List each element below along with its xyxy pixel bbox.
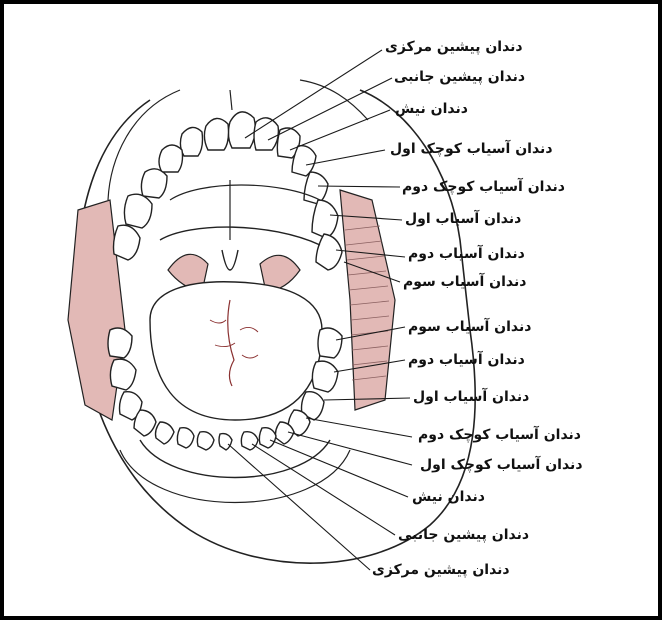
label-lower-third-molar: دندان آسیاب سوم [408,320,531,334]
label-upper-canine: دندان نیش [395,102,468,116]
label-lower-central-incisor: دندان پیشین مرکزی [372,563,510,577]
palate-line [170,185,320,200]
frenulum-top [230,90,232,110]
soft-palate-arch [160,227,320,245]
label-lower-second-premolar: دندان آسیاب کوچک دوم [418,428,581,442]
label-lower-first-molar: دندان آسیاب اول [413,390,529,404]
upper-teeth [114,112,343,270]
right-cheek-band [340,190,395,410]
label-upper-first-molar: دندان آسیاب اول [405,212,521,226]
label-upper-third-molar: دندان آسیاب سوم [403,275,526,289]
label-lower-second-molar: دندان آسیاب دوم [408,353,525,367]
lower-lip-inner [140,440,330,478]
label-lower-lateral-incisor: دندان پیشین جانبی [398,528,529,542]
label-upper-first-premolar: دندان آسیاب کوچک اول [390,142,553,156]
lower-lip-outer [120,450,350,503]
label-upper-second-molar: دندان آسیاب دوم [408,247,525,261]
label-lower-first-premolar: دندان آسیاب کوچک اول [420,458,583,472]
label-upper-central-incisor: دندان پیشین مرکزی [385,40,523,54]
uvula [222,250,238,270]
tongue [150,282,322,420]
label-upper-second-premolar: دندان آسیاب کوچک دوم [402,180,565,194]
label-upper-lateral-incisor: دندان پیشین جانبی [394,70,525,84]
upper-lip-line-right [300,80,368,120]
label-lower-canine: دندان نیش [412,490,485,504]
